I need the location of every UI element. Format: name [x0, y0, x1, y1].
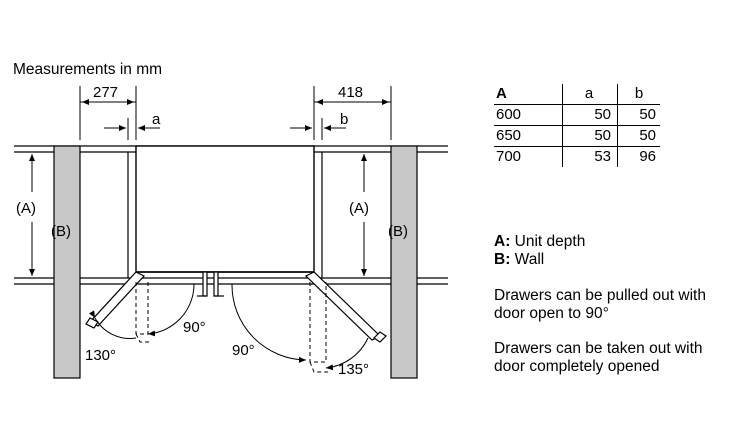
angle-arcs: [88, 283, 369, 371]
niches: [127, 152, 323, 278]
gap-right-label: b: [340, 111, 348, 128]
gap-dimensions: [104, 118, 346, 140]
width-dimensions: [79, 86, 392, 140]
angle-right-outer: 135°: [338, 361, 369, 378]
door-handles: [197, 271, 224, 297]
angle-left-outer: 130°: [85, 347, 116, 364]
door-left: [85, 271, 145, 329]
legend-key-b: B:: [494, 251, 511, 268]
note-drawers-open: Drawers can be taken out with door compl…: [494, 340, 703, 376]
angle-left-inner: 90°: [183, 319, 206, 336]
table-cell: 600: [494, 104, 563, 126]
note-drawers-90: Drawers can be pulled out with door open…: [494, 287, 706, 323]
table-row: 700 53 96: [494, 146, 660, 167]
table-cell: 53: [562, 146, 618, 167]
wall-left: [53, 145, 81, 379]
table-cell: 96: [617, 146, 660, 167]
table-cell: 50: [617, 104, 660, 126]
table-header-a-upper: A: [496, 85, 507, 102]
table-cell: 50: [562, 125, 618, 147]
table-row: 650 50 50: [494, 125, 660, 147]
measurements-caption: Measurements in mm: [13, 61, 163, 78]
note1-line1: Drawers can be pulled out with: [494, 287, 706, 304]
dimensions-table: A a b 600 50 50 650 50 50 700 53 96: [494, 84, 660, 167]
door-90-dashed: [135, 282, 328, 373]
table-cell: 650: [494, 125, 563, 147]
legend-unit-depth: A: Unit depth: [494, 233, 585, 251]
note1-line2: door open to 90°: [494, 305, 609, 322]
table-cell: 50: [562, 104, 618, 126]
legend-text-a: Unit depth: [510, 233, 586, 250]
width-right-value: 418: [338, 84, 363, 101]
table-cell: 50: [617, 125, 660, 147]
door-right: [304, 271, 387, 343]
wall-right: [390, 145, 418, 379]
table-row: 600 50 50: [494, 104, 660, 126]
gap-left-label: a: [152, 111, 161, 128]
legend-key-a: A:: [494, 233, 511, 250]
depth-label-right: (A): [349, 200, 369, 217]
table-header-row: A a b: [494, 84, 660, 105]
depth-label-left: (A): [16, 200, 36, 217]
note2-line2: door completely opened: [494, 358, 660, 375]
table-cell: 700: [494, 146, 563, 167]
note2-line1: Drawers can be taken out with: [494, 340, 703, 357]
depth-dimensions: [29, 154, 367, 276]
table-header-a-lower: a: [562, 84, 618, 105]
legend-text-b: Wall: [510, 251, 545, 268]
table-header-b-lower: b: [617, 84, 660, 105]
width-left-value: 277: [93, 84, 118, 101]
fridge-body: [135, 145, 315, 273]
angle-right-inner: 90°: [232, 342, 255, 359]
legend-wall: B: Wall: [494, 251, 544, 269]
wall-label-left: (B): [51, 223, 71, 240]
wall-label-right: (B): [388, 223, 408, 240]
